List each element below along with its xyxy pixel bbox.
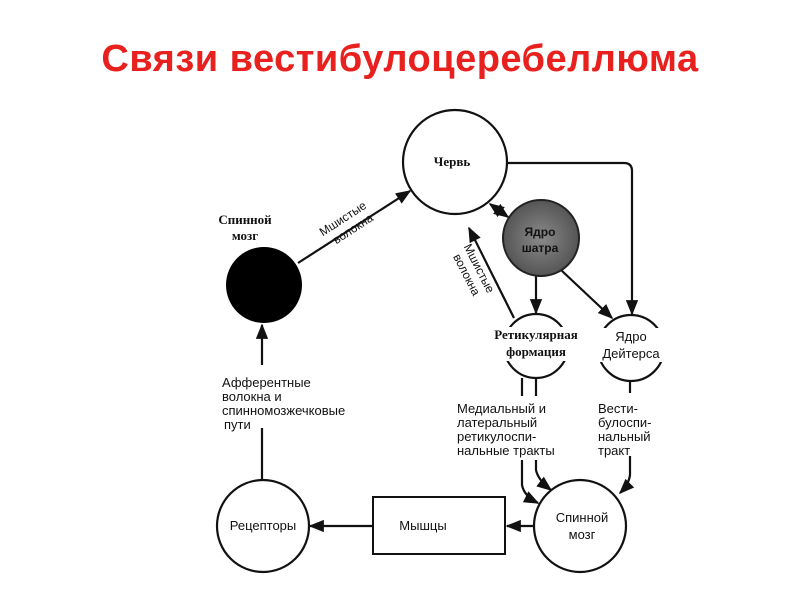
node-receptors xyxy=(215,478,311,574)
vestibulospinal-label-1: Вести- xyxy=(598,401,638,416)
afferent-label-4: пути xyxy=(224,417,251,432)
edge-vestibulospinal xyxy=(618,456,635,495)
vestibulospinal-label-2: булоспи- xyxy=(598,415,651,430)
edge-vermis-fastigial xyxy=(488,203,510,218)
node-muscles xyxy=(372,496,506,555)
vestibulospinal-label-3: нальный xyxy=(598,429,651,444)
afferent-label-2: волокна и xyxy=(222,389,282,404)
reticular-label-2: формация xyxy=(506,344,566,359)
edge-fastigial-to-deiters xyxy=(560,269,614,320)
edge-spinal-to-vermis xyxy=(297,190,412,264)
fastigial-label-1: Ядро xyxy=(525,225,556,239)
reticular-label-1: Ретикулярная xyxy=(494,327,577,342)
fastigial-label-2: шатра xyxy=(522,241,559,255)
reticulospinal-label-2: латеральный xyxy=(457,415,537,430)
slide-title: Связи вестибулоцеребеллюма xyxy=(101,38,699,80)
receptors-label: Рецепторы xyxy=(230,518,297,533)
edge-reticular-to-vermis xyxy=(468,226,515,319)
reticulospinal-label-1: Медиальный и xyxy=(457,401,546,416)
spinal-bottom-label-2: мозг xyxy=(569,527,596,542)
node-vermis-label: Червь xyxy=(434,154,471,169)
muscles-label: Мышцы xyxy=(399,518,446,533)
spinal-top-label-2: мозг xyxy=(232,228,258,243)
node-spinal-cord-top xyxy=(226,247,302,323)
vestibulospinal-label-4: тракт xyxy=(598,443,630,458)
reticulospinal-label-4: нальные тракты xyxy=(457,443,555,458)
edge-vermis-to-deiters xyxy=(507,161,639,316)
spinal-bottom-label-1: Спинной xyxy=(556,510,609,525)
node-spinal-cord-bottom xyxy=(532,478,628,574)
spinal-top-label-1: Спинной xyxy=(218,212,272,227)
deiters-label-2: Дейтерса xyxy=(602,346,660,361)
node-fastigial-nucleus xyxy=(502,199,580,277)
afferent-label-1: Афферентные xyxy=(222,375,311,390)
node-vermis xyxy=(401,108,509,216)
edge-reticulospinal-2 xyxy=(534,460,553,491)
edge-reticulospinal-1 xyxy=(520,460,540,504)
afferent-label-3: спинномозжечковые xyxy=(222,403,345,418)
deiters-label-1: Ядро xyxy=(615,329,646,344)
reticulospinal-label-3: ретикулоспи- xyxy=(457,429,536,444)
